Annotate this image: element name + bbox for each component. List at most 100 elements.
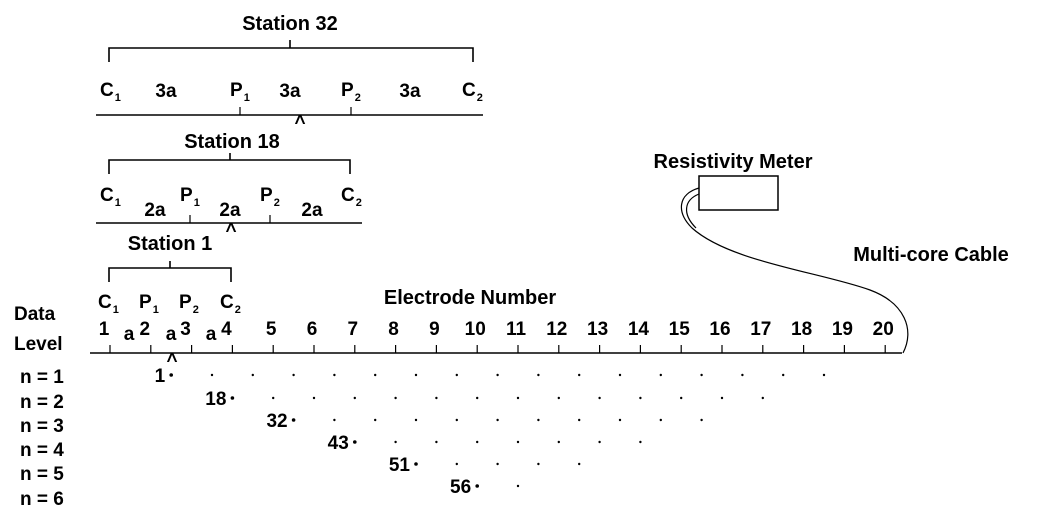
data-point-n2 xyxy=(272,396,275,400)
electrode-number-9: 9 xyxy=(429,319,440,340)
electrode-number-14: 14 xyxy=(628,319,650,340)
electrode-number-8: 8 xyxy=(388,319,399,340)
electrode-number-2: 2 xyxy=(140,319,151,340)
station-18-p2-sub: 2 xyxy=(274,197,280,209)
data-point-n3 xyxy=(374,418,377,422)
station-1-p2-sub: 2 xyxy=(193,304,199,316)
svg-text:C2: C2 xyxy=(462,80,483,104)
station-18-spacing: 2a xyxy=(301,200,323,221)
station-32-c2-sub: 2 xyxy=(477,92,483,104)
station-1-bracket xyxy=(108,261,232,282)
data-label: Data xyxy=(14,304,56,325)
station-18-p1-sub: 1 xyxy=(194,197,200,209)
point-number-18: 18 xyxy=(205,389,226,410)
station-1-p1-sub: 1 xyxy=(153,304,159,316)
data-point-n3 xyxy=(496,418,499,422)
station-18-c1-label: C xyxy=(100,185,114,206)
station-32-p1-label: P xyxy=(230,80,243,101)
electrode-number-19: 19 xyxy=(832,319,853,340)
electrode-number-13: 13 xyxy=(587,319,608,340)
point-number-51: 51 xyxy=(389,455,411,476)
level-label-n3: n = 3 xyxy=(20,416,64,437)
svg-text:P2: P2 xyxy=(260,185,280,209)
multi-core-cable-strand xyxy=(686,193,700,229)
data-point-n2 xyxy=(639,396,642,400)
station-1-spacing: a xyxy=(124,324,135,345)
station-32-spacing: 3a xyxy=(155,81,177,102)
svg-text:P1: P1 xyxy=(230,80,250,104)
station-18-spacing: 2a xyxy=(144,200,166,221)
station-32-p2-label: P xyxy=(341,80,354,101)
data-point-n1 xyxy=(700,373,703,377)
data-point-n3 xyxy=(333,418,336,422)
station-1-c1-label: C xyxy=(98,292,112,313)
station-32-title: Station 32 xyxy=(242,13,338,35)
data-point-n6 xyxy=(516,484,520,488)
point-number-1: 1 xyxy=(155,366,166,387)
station-32-spacing: 3a xyxy=(279,81,301,102)
station-18-p2-label: P xyxy=(260,185,273,206)
station-1-c1-sub: 1 xyxy=(113,304,119,316)
data-point-n4 xyxy=(557,440,560,444)
data-point-n1 xyxy=(659,373,662,377)
data-point-n1 xyxy=(618,373,622,377)
data-point-n2 xyxy=(435,396,438,400)
data-point-n1 xyxy=(537,373,540,377)
data-point-n3 xyxy=(700,418,703,422)
data-point-n2 xyxy=(312,396,316,400)
station-1-spacing: a xyxy=(166,324,177,345)
data-point-n1 xyxy=(455,373,458,377)
data-point-n4 xyxy=(435,440,438,444)
electrode-number-15: 15 xyxy=(669,319,691,340)
station-1-midpoint-marker: ^ xyxy=(166,351,177,372)
pseudosection-points xyxy=(169,373,826,488)
level-label-n5: n = 5 xyxy=(20,464,64,485)
data-point-n5 xyxy=(455,462,458,466)
data-point-n3 xyxy=(537,418,540,422)
data-point-n3 xyxy=(414,418,418,422)
station-32-c2-label: C xyxy=(462,80,476,101)
svg-text:P1: P1 xyxy=(180,185,200,209)
data-point-n2 xyxy=(230,396,235,400)
level-label-n6: n = 6 xyxy=(20,489,64,510)
data-point-n2 xyxy=(761,396,764,400)
data-point-n3 xyxy=(578,418,581,422)
electrode-number-16: 16 xyxy=(709,319,730,340)
data-point-n3 xyxy=(618,418,622,422)
electrode-ticks xyxy=(109,345,886,353)
station-32-p1-sub: 1 xyxy=(244,92,250,104)
electrode-number-title: Electrode Number xyxy=(384,287,556,309)
data-point-n1 xyxy=(292,373,295,377)
station-1-p1-label: P xyxy=(139,292,152,313)
resistivity-meter-box xyxy=(698,175,779,211)
level-label-n2: n = 2 xyxy=(20,392,64,413)
station-32-c1-sub: 1 xyxy=(115,92,121,104)
level-label: Level xyxy=(14,334,63,355)
electrode-number-1: 1 xyxy=(99,319,110,340)
electrode-number-3: 3 xyxy=(180,319,191,340)
electrode-number-10: 10 xyxy=(465,319,486,340)
data-point-n2 xyxy=(598,396,601,400)
station-1-spacing: a xyxy=(206,324,217,345)
svg-text:C2: C2 xyxy=(341,185,362,209)
svg-text:C2: C2 xyxy=(220,292,241,316)
data-point-n1 xyxy=(374,373,377,377)
data-point-n1 xyxy=(210,373,214,377)
station-18-c2-label: C xyxy=(341,185,355,206)
data-point-n5 xyxy=(537,462,540,466)
data-point-n1 xyxy=(496,373,499,377)
data-point-n3 xyxy=(291,418,296,422)
data-point-n2 xyxy=(476,396,479,400)
data-point-n2 xyxy=(557,396,560,400)
station-18-midpoint-marker: ^ xyxy=(225,221,236,242)
data-point-n1 xyxy=(251,373,254,377)
data-point-n4 xyxy=(394,440,397,444)
multi-core-cable xyxy=(681,187,909,354)
station-32-midpoint-marker: ^ xyxy=(294,113,305,134)
station-32-group: Station 32 C1 P1 P2 C2 3a 3a 3a ^ xyxy=(96,13,483,134)
point-number-32: 32 xyxy=(266,411,287,432)
data-point-n4 xyxy=(353,440,357,444)
